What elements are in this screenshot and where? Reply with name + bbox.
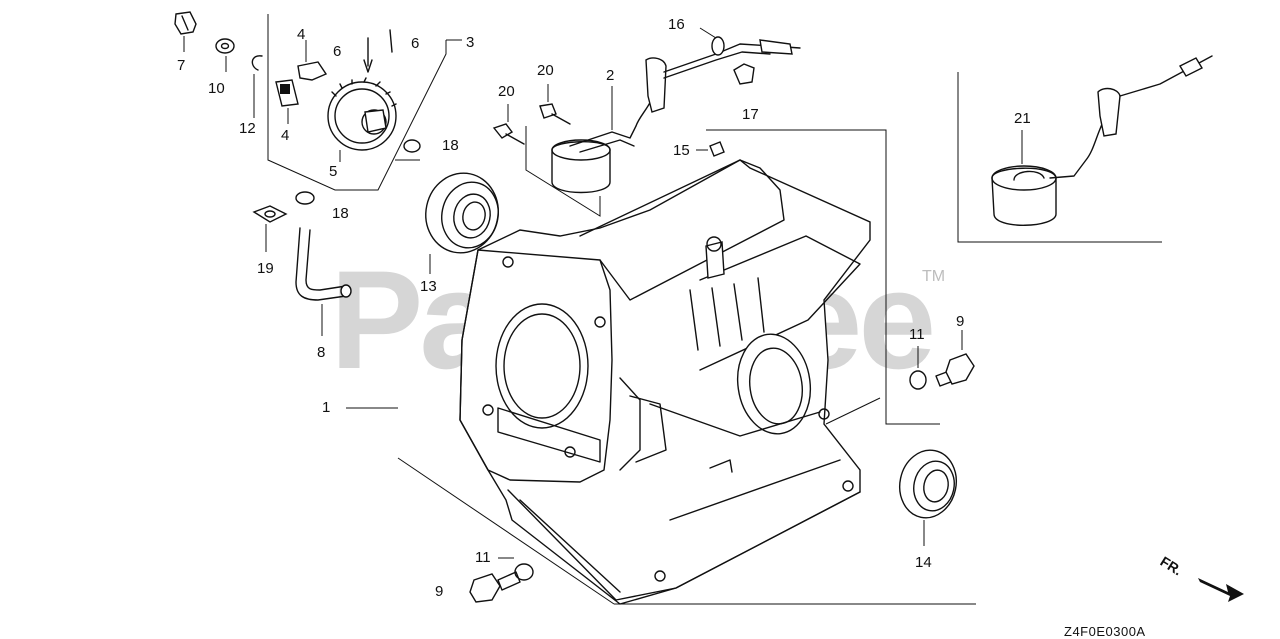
callout-11-right[interactable]: 11 bbox=[909, 326, 925, 343]
callout-20-lower[interactable]: 20 bbox=[498, 83, 515, 100]
callout-1[interactable]: 1 bbox=[322, 399, 331, 416]
callout-14[interactable]: 14 bbox=[915, 554, 932, 571]
callout-5[interactable]: 5 bbox=[329, 163, 338, 180]
callout-12[interactable]: 12 bbox=[239, 120, 256, 137]
callout-15[interactable]: 15 bbox=[673, 142, 690, 159]
part-4-governor-weight[interactable] bbox=[275, 61, 328, 107]
part-12-clip[interactable] bbox=[251, 55, 263, 71]
part-9-bolt-bottom[interactable] bbox=[469, 571, 521, 603]
callout-18-lower[interactable]: 18 bbox=[332, 205, 349, 222]
part-7-bolt[interactable] bbox=[174, 11, 197, 35]
callout-21[interactable]: 21 bbox=[1014, 110, 1031, 127]
callout-16[interactable]: 16 bbox=[668, 16, 685, 33]
part-2-oil-sensor[interactable] bbox=[525, 57, 667, 217]
callout-3[interactable]: 3 bbox=[466, 34, 475, 51]
callout-4-upper[interactable]: 4 bbox=[297, 26, 306, 43]
part-15-cap[interactable] bbox=[709, 141, 725, 157]
part-11-washer-right[interactable] bbox=[909, 370, 927, 390]
callout-20-upper[interactable]: 20 bbox=[537, 62, 554, 79]
part-1-crankcase[interactable] bbox=[459, 159, 871, 605]
front-direction-arrow bbox=[1198, 578, 1244, 602]
part-21-oil-sensor-detail[interactable] bbox=[957, 55, 1213, 243]
callout-17[interactable]: 17 bbox=[742, 106, 759, 123]
part-18-washer-upper[interactable] bbox=[403, 139, 421, 153]
diagram-code: Z4F0E0300A bbox=[1064, 624, 1146, 639]
part-20-bolt-left[interactable] bbox=[492, 104, 525, 145]
part-9-bolt-right[interactable] bbox=[935, 353, 975, 387]
part-16-wire-harness[interactable] bbox=[663, 27, 801, 79]
part-19-clip[interactable] bbox=[252, 205, 288, 252]
callout-8[interactable]: 8 bbox=[317, 344, 326, 361]
callout-4-lower[interactable]: 4 bbox=[281, 127, 290, 144]
leader-lines bbox=[183, 36, 976, 605]
callout-19[interactable]: 19 bbox=[257, 260, 274, 277]
part-8-breather-tube[interactable] bbox=[295, 227, 352, 336]
part-18-washer-lower[interactable] bbox=[295, 191, 315, 205]
part-17-outline bbox=[706, 129, 940, 425]
part-10-washer[interactable] bbox=[215, 38, 235, 54]
callout-13[interactable]: 13 bbox=[420, 278, 437, 295]
callout-9-right[interactable]: 9 bbox=[956, 313, 965, 330]
callout-10[interactable]: 10 bbox=[208, 80, 225, 97]
part-3-assembly-outline bbox=[267, 14, 462, 191]
callout-11-bottom[interactable]: 11 bbox=[475, 549, 491, 566]
part-20-bolt-right[interactable] bbox=[539, 84, 571, 125]
callout-6-left[interactable]: 6 bbox=[333, 43, 342, 60]
part-13-bearing[interactable] bbox=[418, 166, 505, 274]
callout-7[interactable]: 7 bbox=[177, 57, 186, 74]
part-16-grommet[interactable] bbox=[733, 63, 755, 85]
callout-6-right[interactable]: 6 bbox=[411, 35, 420, 52]
callout-18-upper[interactable]: 18 bbox=[442, 137, 459, 154]
callout-9-bottom[interactable]: 9 bbox=[435, 583, 444, 600]
callout-2[interactable]: 2 bbox=[606, 67, 615, 84]
part-5-governor-gear[interactable] bbox=[327, 77, 397, 151]
part-14-oil-seal[interactable] bbox=[894, 445, 963, 546]
watermark-trademark: TM bbox=[922, 268, 946, 285]
part-6-pins[interactable] bbox=[363, 29, 393, 73]
